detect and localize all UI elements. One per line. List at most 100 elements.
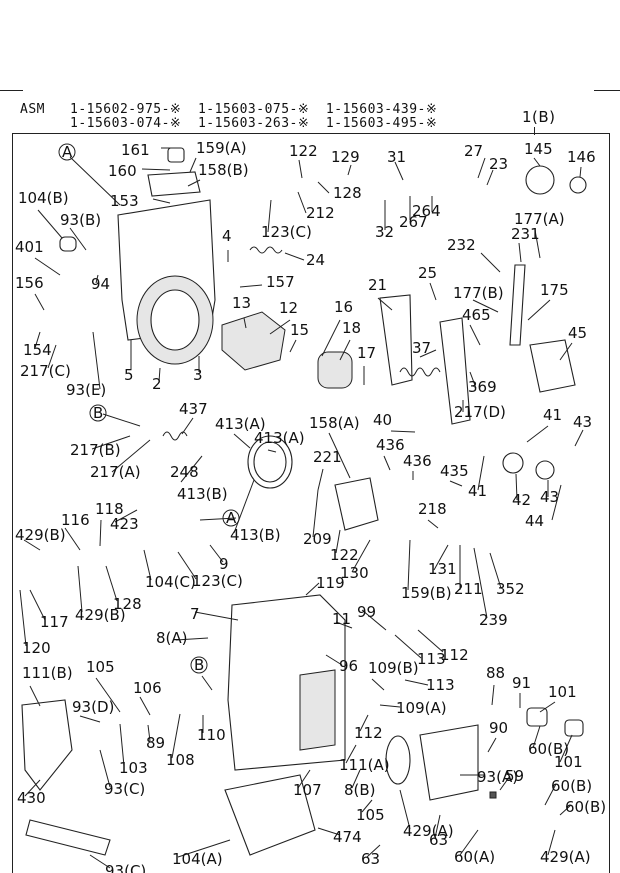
leader-line	[499, 775, 511, 791]
callout-label: 145	[524, 140, 553, 158]
leader-line	[433, 544, 449, 571]
callout-label: 41	[543, 406, 562, 424]
sleeve-shape	[317, 351, 353, 389]
leader-line	[24, 779, 41, 797]
callout-label: 239	[479, 611, 508, 629]
leader-line	[317, 181, 330, 194]
leader-line	[89, 854, 111, 869]
leader-line	[473, 547, 488, 619]
leader-line	[335, 529, 341, 554]
callout-label: 112	[440, 646, 469, 664]
callout-label: 110	[197, 726, 226, 744]
lever-plate-shape	[379, 294, 413, 386]
callout-label: 63	[361, 850, 380, 868]
callout-label: 60(B)	[551, 777, 592, 795]
leader-line	[181, 417, 194, 435]
callout-label: 109(B)	[368, 659, 419, 677]
governor-bore-shape	[150, 289, 200, 351]
callout-label: 128	[333, 184, 362, 202]
leader-line	[407, 539, 411, 591]
leader-line	[574, 429, 584, 447]
callout-label: 16	[334, 298, 353, 316]
callout-label: 15	[290, 321, 309, 339]
leader-line	[417, 629, 444, 653]
callout-label: 41	[468, 482, 487, 500]
callout-label: 21	[368, 276, 387, 294]
leader-line	[99, 519, 102, 547]
callout-label: 118	[95, 500, 124, 518]
leader-line	[111, 439, 151, 473]
callout-label: 159(B)	[401, 584, 452, 602]
callout-label: 120	[22, 639, 51, 657]
callout-label: 156	[15, 274, 44, 292]
leader-line	[321, 319, 341, 357]
leader-line	[469, 324, 481, 346]
leader-line	[201, 675, 213, 691]
pump-window-shape	[299, 669, 336, 751]
callout-label: 158(A)	[309, 414, 360, 432]
callout-label: 44	[525, 512, 544, 530]
leader-line	[469, 371, 477, 389]
ring-2-shape	[253, 441, 287, 483]
leader-line	[114, 509, 138, 523]
leader-line	[394, 161, 404, 181]
leader-line	[189, 157, 197, 173]
callout-label: 60(A)	[454, 848, 495, 866]
leader-line	[23, 539, 41, 551]
leader-line	[37, 209, 63, 239]
callout-label: 369	[468, 378, 497, 396]
callout-label: 413(A)	[215, 415, 266, 433]
leader-line	[152, 198, 171, 204]
callout-label: 108	[166, 751, 195, 769]
leader-line	[92, 331, 101, 390]
callout-label: 423	[110, 515, 139, 533]
callout-label: 111(B)	[22, 664, 73, 682]
leader-line	[312, 489, 319, 538]
leader-line	[47, 344, 57, 369]
leader-line	[491, 684, 495, 706]
leader-line	[371, 678, 385, 691]
leader-line	[102, 413, 141, 427]
leader-line	[147, 724, 151, 742]
leader-line	[477, 157, 486, 179]
callout-label: 7	[190, 605, 200, 623]
callout-label: B	[93, 404, 103, 422]
leader-line	[143, 549, 152, 581]
callout-label: 93(D)	[72, 698, 114, 716]
cap-nut-shape	[167, 147, 185, 163]
leader-line	[199, 517, 237, 521]
callout-label: 104(C)	[145, 573, 196, 591]
leader-line	[267, 199, 272, 233]
callout-label: 99	[357, 603, 376, 621]
cover-plate-shape	[147, 171, 201, 197]
callout-label: 5	[124, 366, 134, 384]
leader-line	[297, 769, 311, 789]
leader-line	[559, 734, 573, 763]
leader-line	[79, 715, 101, 723]
housing-158a-shape	[334, 477, 379, 531]
callout-label: 11	[332, 610, 351, 628]
callout-label: 12	[279, 299, 298, 317]
leader-line	[527, 299, 551, 321]
callout-label: 413(A)	[254, 429, 305, 447]
leader-line	[579, 166, 582, 178]
leader-line	[544, 783, 557, 806]
leader-line	[486, 169, 494, 186]
leader-line	[194, 611, 239, 621]
leader-line	[534, 229, 541, 259]
leader-line	[209, 544, 224, 563]
leader-line	[351, 769, 361, 789]
callout-label: 2	[152, 375, 162, 393]
part-104b-shape	[59, 236, 77, 252]
callout-label: 25	[418, 264, 437, 282]
leader-line	[325, 654, 343, 666]
callout-label: 153	[110, 192, 139, 210]
callout-label: 24	[306, 251, 325, 269]
leader-line	[359, 714, 369, 732]
callout-label: 248	[170, 463, 199, 481]
part-103-shape	[564, 719, 584, 737]
leader-line	[298, 159, 303, 179]
callout-label: 131	[428, 560, 457, 578]
leader-line	[34, 293, 45, 311]
leader-line	[487, 737, 497, 753]
